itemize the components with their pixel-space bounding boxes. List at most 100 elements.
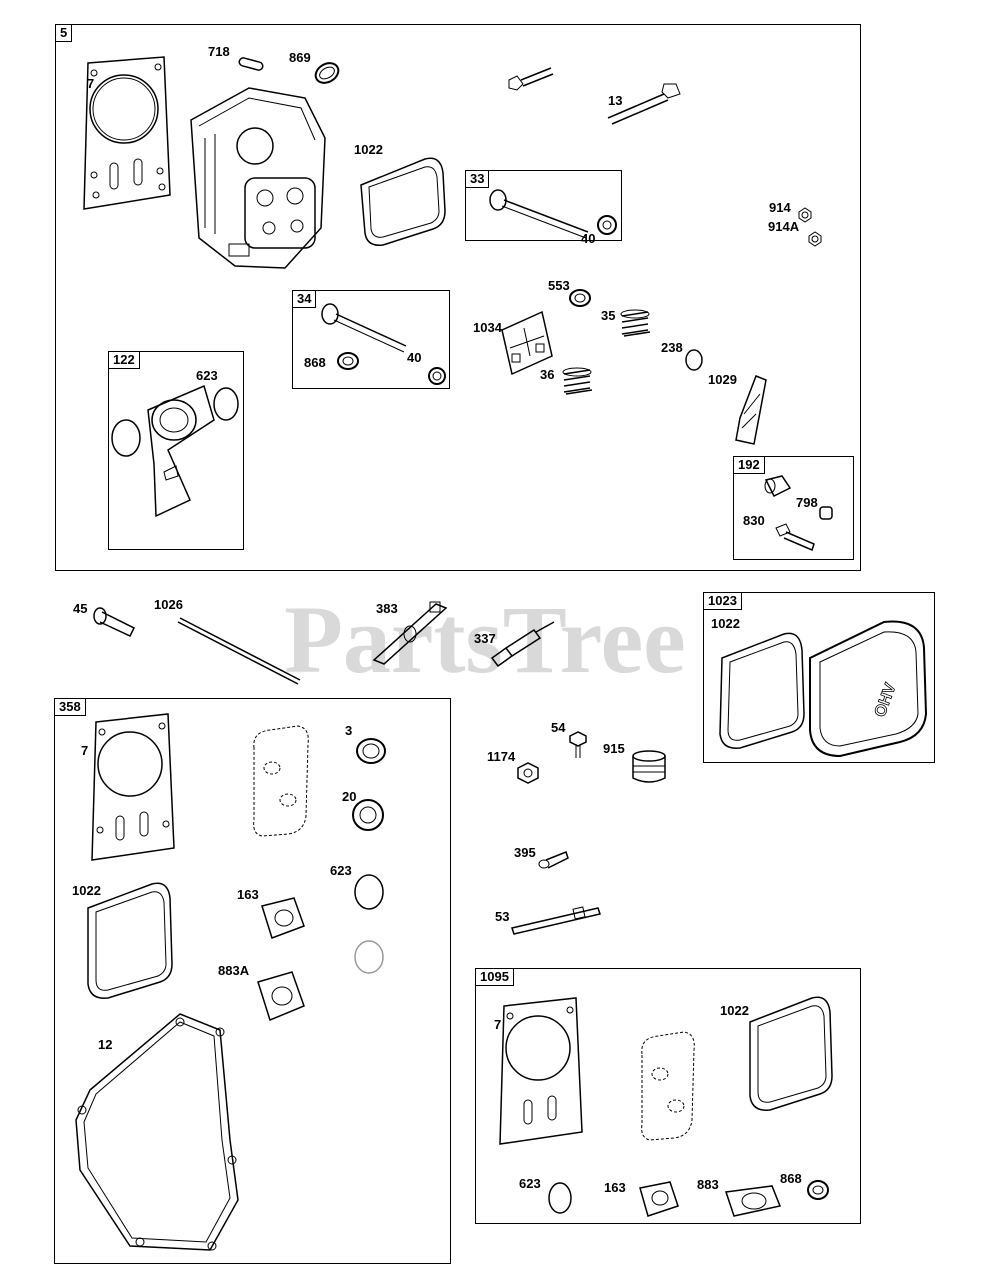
plate-gasket-icon (636, 1030, 698, 1142)
box-1023: 1023 (703, 592, 935, 763)
callout-623: 623 (196, 368, 218, 383)
filter-screen-icon (630, 748, 668, 786)
callout-914a: 914A (768, 219, 800, 234)
tappet-icon (92, 606, 138, 640)
callout-40: 40 (407, 350, 422, 365)
intake-gasket-icon (636, 1180, 682, 1218)
callout-830: 830 (743, 513, 765, 528)
box-358-tag: 358 (54, 698, 86, 716)
valve-icon (488, 188, 598, 238)
valve-seal-icon (426, 366, 448, 386)
callout-798: 798 (796, 495, 818, 510)
fitting-icon (818, 505, 834, 521)
valve-spring-icon (560, 366, 596, 398)
screw-icon (538, 848, 570, 870)
head-gasket-icon (494, 996, 586, 1148)
box-192-tag: 192 (733, 456, 765, 474)
callout-1022: 1022 (720, 1003, 749, 1018)
callout-868: 868 (780, 1171, 802, 1186)
callout-1022: 1022 (711, 616, 740, 631)
callout-915: 915 (603, 741, 625, 756)
callout-238: 238 (661, 340, 683, 355)
callout-718: 718 (208, 44, 230, 59)
valve-retainer-icon (806, 1178, 830, 1202)
spark-plug-icon (486, 618, 558, 670)
box-34: 34 (292, 290, 450, 389)
callout-383: 383 (376, 601, 398, 616)
cylinder-head-icon (185, 78, 333, 278)
callout-623: 623 (330, 863, 352, 878)
box-5: 5 (55, 24, 861, 571)
callout-35: 35 (601, 308, 616, 323)
callout-163: 163 (604, 1180, 626, 1195)
push-rod-icon (176, 614, 304, 686)
valve-cover-gasket-icon (82, 880, 176, 1000)
callout-7: 7 (87, 76, 95, 91)
o-ring-icon (546, 1180, 574, 1216)
callout-883: 883 (697, 1177, 719, 1192)
intake-gasket-icon (254, 970, 308, 1022)
crankcase-gasket-icon (70, 1010, 250, 1256)
box-122-tag: 122 (108, 351, 140, 369)
nut-icon (516, 762, 540, 784)
rocker-arm-icon (370, 600, 450, 670)
callout-553: 553 (548, 278, 570, 293)
o-ring-icon (352, 938, 386, 976)
callout-13: 13 (608, 93, 623, 108)
callout-36: 36 (540, 367, 555, 382)
screw-icon (568, 732, 588, 760)
stud-icon (508, 902, 604, 936)
callout-3: 3 (345, 723, 353, 738)
svg-text:OHV: OHV (872, 681, 900, 720)
box-33-tag: 33 (465, 170, 490, 188)
callout-868: 868 (304, 355, 326, 370)
box-34-tag: 34 (292, 290, 317, 308)
seal-icon (312, 58, 342, 88)
box-5-tag: 5 (55, 24, 73, 42)
valve-cover-icon: OHV (804, 618, 930, 756)
callout-623: 623 (519, 1176, 541, 1191)
box-358: 358 (54, 698, 451, 1264)
plug-icon (684, 348, 704, 372)
callout-45: 45 (73, 601, 88, 616)
valve-cover-gasket-icon (712, 630, 808, 750)
box-1095-tag: 1095 (475, 968, 514, 986)
box-1023-tag: 1023 (703, 592, 742, 610)
callout-1022: 1022 (72, 883, 101, 898)
box-33: 33 (465, 170, 622, 241)
nozzle-icon (772, 522, 818, 554)
callout-914: 914 (769, 200, 791, 215)
callout-53: 53 (495, 909, 510, 924)
intake-gasket-icon (258, 896, 308, 940)
seal-icon (350, 796, 386, 834)
callout-1026: 1026 (154, 597, 183, 612)
bolt-icon (602, 78, 682, 128)
box-1095: 1095 (475, 968, 861, 1224)
guide-plate-icon (498, 310, 556, 376)
valve-seal-icon (596, 214, 618, 236)
dowel-pin-icon (238, 57, 264, 71)
callout-395: 395 (514, 845, 536, 860)
valve-retainer-icon (336, 350, 360, 372)
seal-icon (354, 734, 388, 768)
fitting-icon (796, 206, 814, 224)
head-gasket-icon (78, 55, 174, 213)
intake-gasket-icon (722, 1184, 784, 1218)
callout-12: 12 (98, 1037, 113, 1052)
head-gasket-icon (86, 712, 178, 864)
valve-icon (320, 300, 410, 354)
box-122: 122 (108, 351, 244, 550)
breather-icon (732, 374, 770, 448)
callout-1022: 1022 (354, 142, 383, 157)
intake-spacer-icon (108, 380, 244, 520)
callout-20: 20 (342, 789, 357, 804)
washer-icon (568, 286, 592, 310)
box-192: 192 (733, 456, 854, 560)
plate-gasket-icon (248, 724, 312, 838)
valve-spring-icon (618, 308, 654, 340)
bolt-icon (505, 62, 555, 96)
callout-54: 54 (551, 720, 566, 735)
o-ring-icon (352, 872, 386, 912)
callout-7: 7 (494, 1017, 502, 1032)
callout-337: 337 (474, 631, 496, 646)
